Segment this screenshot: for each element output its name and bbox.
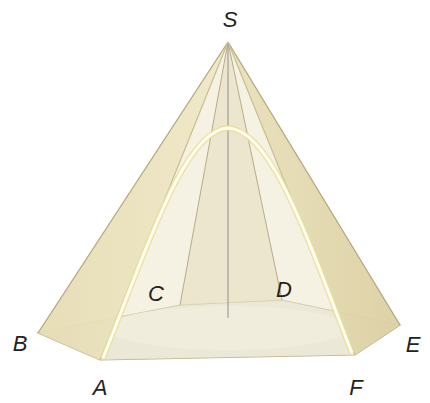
vertex-label: E [406,334,421,356]
arch-glow [103,128,352,358]
vertex-label: C [148,283,164,305]
edge-sb [38,42,228,333]
vertex-label: B [13,333,28,355]
vertex-label: D [276,279,292,301]
vertex-label: S [223,9,238,31]
arch-line [103,128,352,358]
vertex-label: F [349,377,362,399]
edge-sc [180,42,228,305]
height-line [228,42,229,318]
edge-se [228,42,400,325]
vertex-label: A [93,377,108,399]
face-saf [100,42,355,360]
